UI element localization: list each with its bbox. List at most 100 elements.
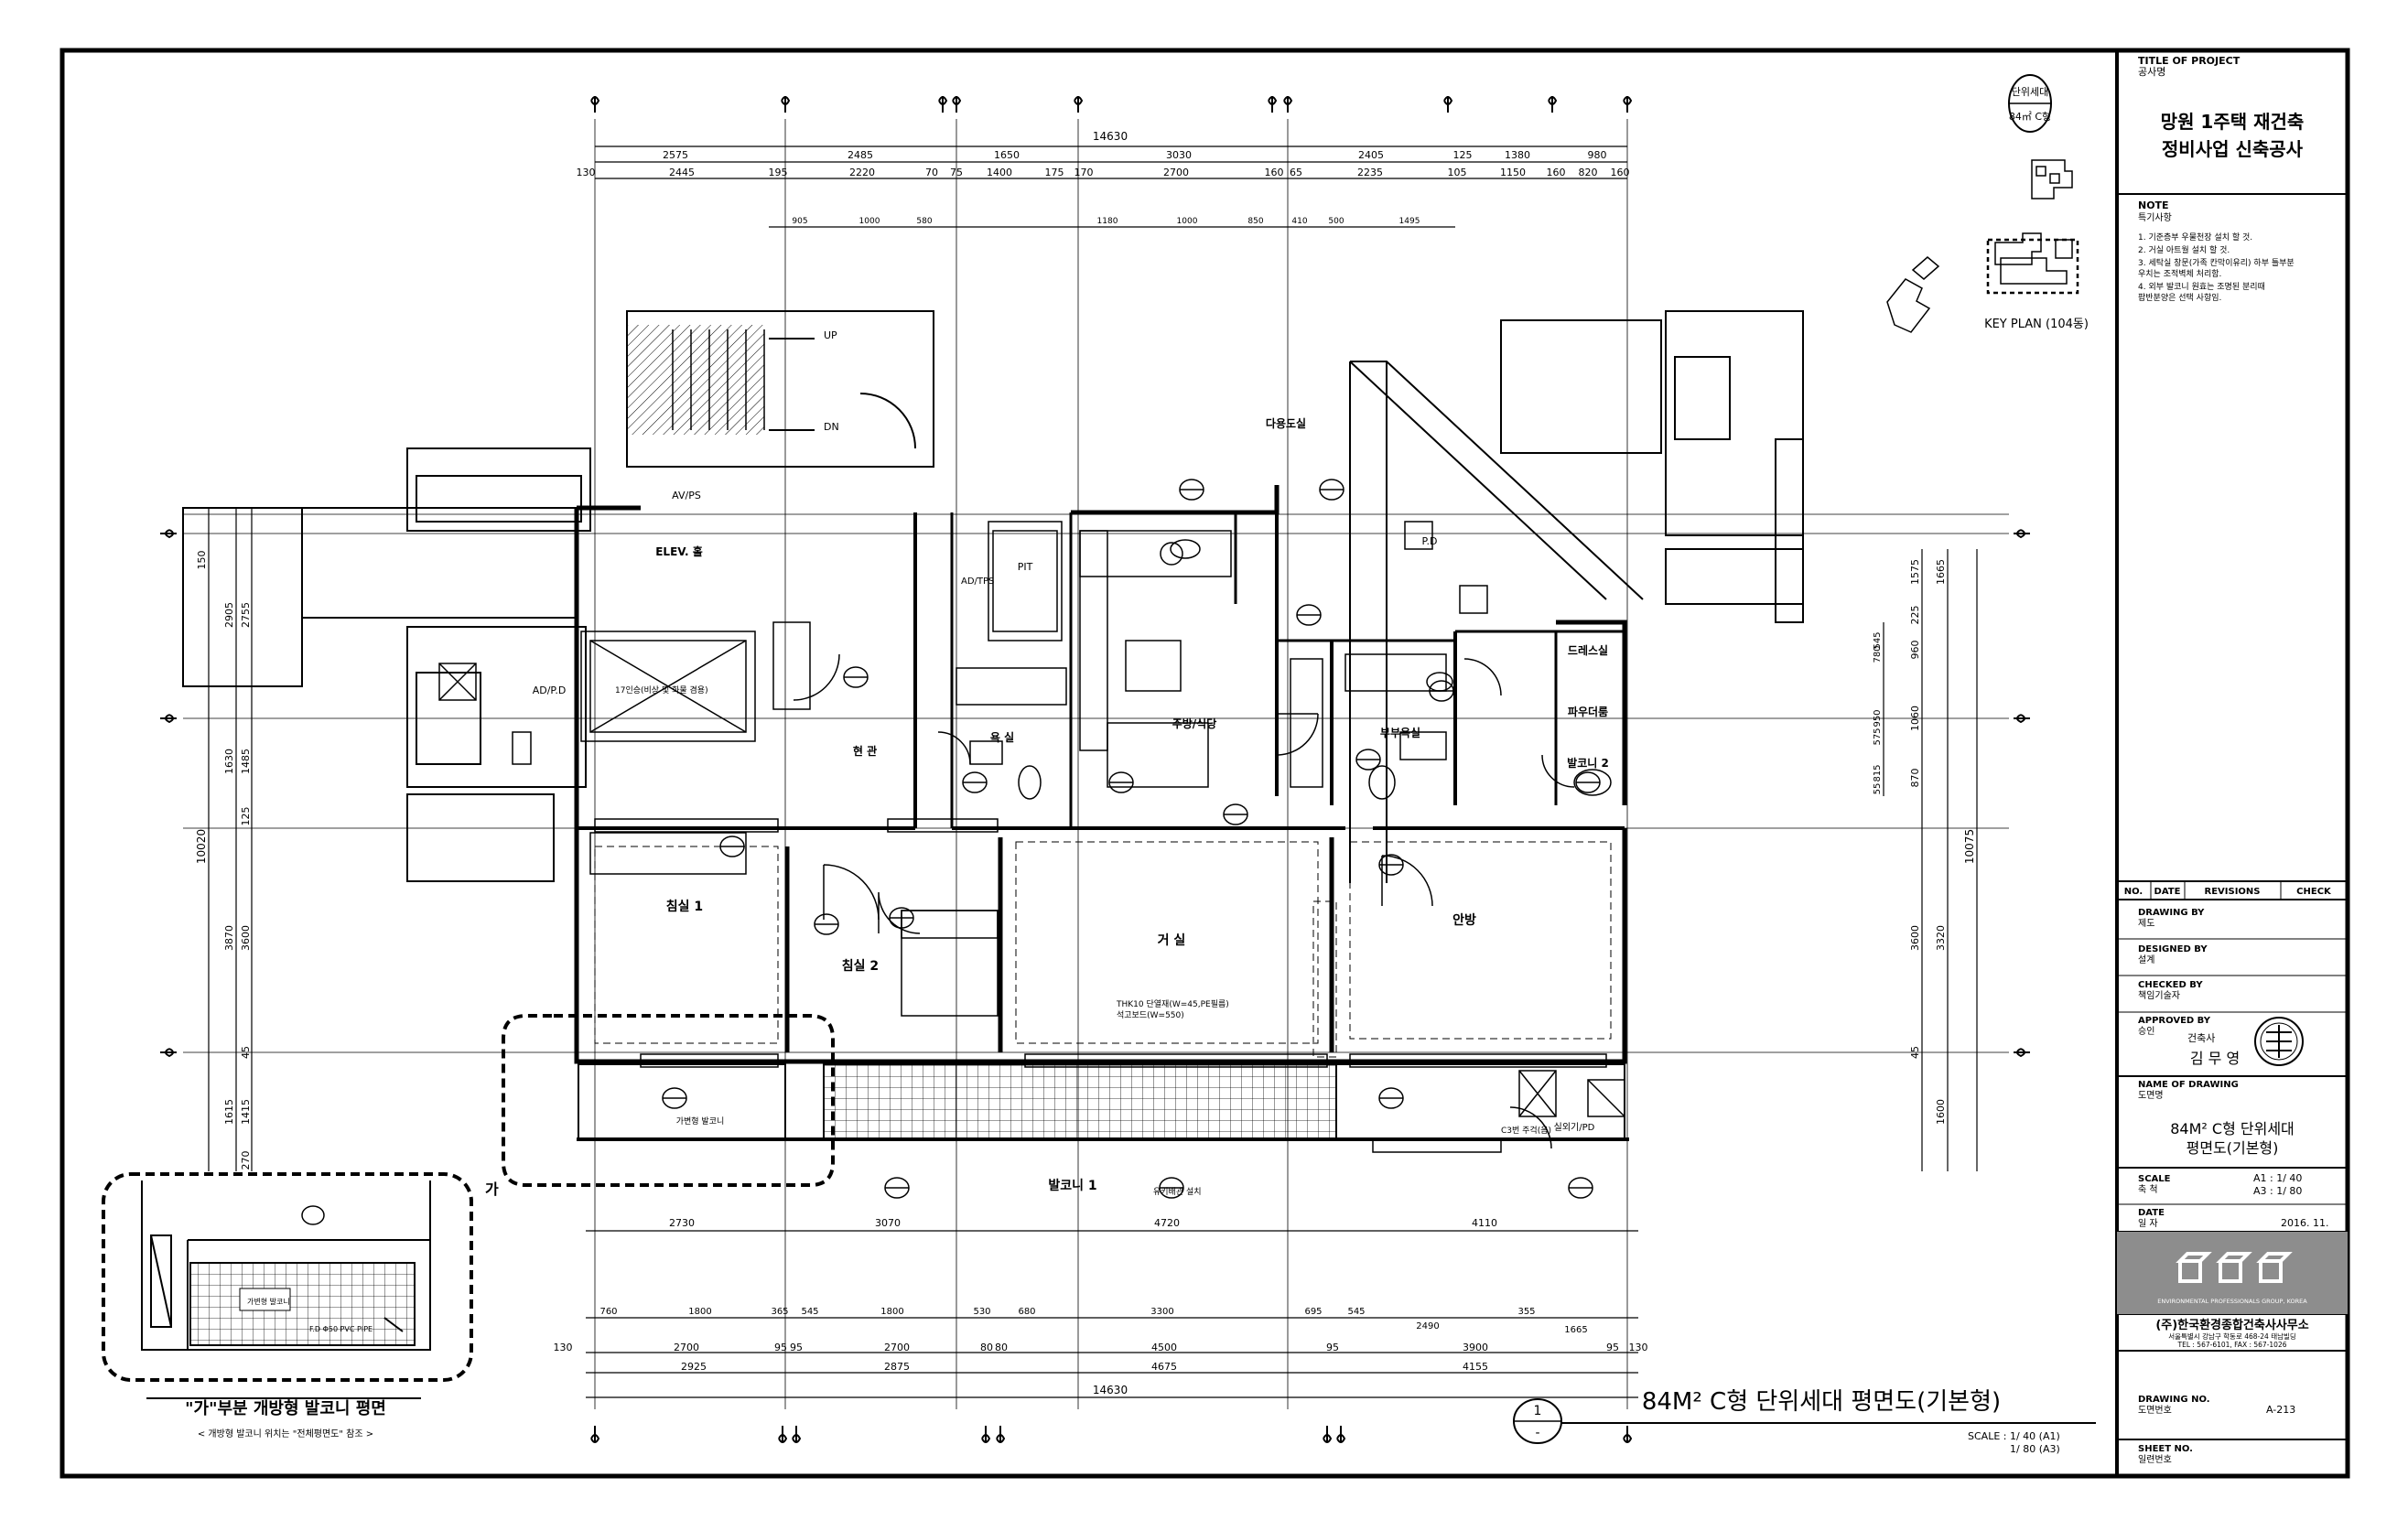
dim-text: 3900 [1463, 1342, 1488, 1353]
scale-a3: A3 : 1/ 80 [2253, 1185, 2302, 1197]
dim-text: 1615 [223, 1099, 235, 1125]
detail-inset: 가변형 발코니 F.D Φ50 PVC PIPE "가"부분 개방형 발코니 평… [102, 1172, 473, 1439]
sheet-border [59, 48, 2350, 1479]
dim-text: 1800 [880, 1307, 903, 1317]
dim-lines-right [1883, 549, 1978, 1171]
dim-text: 1415 [240, 1099, 252, 1125]
approved-by-en: APPROVED BY [2138, 1016, 2211, 1026]
dim-text: 2925 [681, 1361, 707, 1373]
room-elev: ELEV. 홀 [655, 544, 703, 558]
dim-text: 950 [1873, 709, 1883, 727]
dim-text: 160 [1611, 167, 1630, 178]
dim-bottom-row3: 130 2700 95 95 2700 80 80 4500 95 3900 9… [554, 1342, 1648, 1353]
architect-seal [2254, 1017, 2304, 1066]
dim-text: 980 [1588, 149, 1607, 161]
drawing-by-en: DRAWING BY [2138, 908, 2205, 918]
dim-overall-bottom: 14630 [1093, 1384, 1128, 1396]
dim-text: 545 [1873, 631, 1883, 649]
room-master: 안방 [1452, 912, 1476, 928]
unit-tag: 단위세대 84㎡ C형 [2008, 74, 2052, 133]
dim-text: 170 [1074, 167, 1094, 178]
dim-bottom-row1: 2730 3070 4720 4110 [669, 1217, 1497, 1229]
dim-top-row2: 130 2445 195 2220 70 75 1400 175 170 270… [577, 167, 1630, 178]
project-label-en: TITLE OF PROJECT [2138, 55, 2241, 67]
dim-text: 95 [1606, 1342, 1619, 1353]
date-en: DATE [2138, 1208, 2165, 1218]
room-kitchen: 주방/식당 [1172, 717, 1217, 730]
dim-top-row1: 2575 2485 1650 3030 2405 125 1380 980 [663, 149, 1607, 161]
project-name-2: 정비사업 신축공사 [2162, 138, 2304, 160]
dim-text: 1400 [987, 167, 1012, 178]
dim-text: 2875 [884, 1361, 910, 1373]
plan-title: 84M² C형 단위세대 평면도(기본형) [1642, 1388, 2001, 1416]
note-line-3: 3. 세탁실 창문(가족 칸막이유리) 하부 틀부분 [2138, 257, 2295, 268]
sheet-no-ko: 일련번호 [2138, 1454, 2172, 1465]
dim-right-inner: 1575 225 960 1060 870 3600 45 [1909, 559, 1921, 1059]
dim-bottom-row4: 2925 2875 4675 4155 [681, 1361, 1488, 1373]
drawing-name-ko: 도면명 [2138, 1090, 2164, 1101]
grid-markers-bottom [590, 1426, 1633, 1443]
dim-text: 680 [1018, 1307, 1035, 1317]
dim-text: 3600 [240, 925, 252, 951]
unit-walls [574, 485, 1627, 1064]
room-powder: 파우더룸 [1568, 705, 1608, 718]
key-plan-label: KEY PLAN (104동) [1984, 318, 2089, 331]
dim-text: 2405 [1358, 149, 1384, 161]
elev-note: 17인승(비상 및 화물 겸용) [615, 685, 708, 695]
scale-a1: A1 : 1/ 40 [2253, 1172, 2302, 1184]
room-adpd: AD/P.D [533, 685, 567, 696]
dim-text: 3030 [1166, 149, 1192, 161]
dim-text: 55 [1873, 783, 1883, 795]
dim-text: 95 [790, 1342, 803, 1353]
dim-text: 2755 [240, 602, 252, 628]
plan-scale-1: SCALE : 1/ 40 (A1) [1968, 1430, 2060, 1442]
dim-right-outer: 1665 3320 1600 [1935, 559, 1947, 1125]
detail-number-top: 1 [1534, 1404, 1542, 1418]
approved-by-ko: 승인 [2138, 1026, 2154, 1037]
dim-text: 1630 [223, 749, 235, 774]
dim-text: 815 [1873, 764, 1883, 782]
drawing-no-ko: 도면번호 [2138, 1405, 2172, 1416]
room-bedroom2: 침실 2 [842, 959, 879, 974]
sheet-no-en: SHEET NO. [2138, 1444, 2193, 1454]
dryer-note: 유키배관 설치 [1153, 1186, 1202, 1197]
dim-text: 175 [1045, 167, 1064, 178]
windows [594, 818, 1607, 1153]
dim-text: 130 [577, 167, 596, 178]
dim-text: 130 [1629, 1342, 1648, 1353]
fixtures [438, 521, 1625, 1117]
dim-text: 695 [1304, 1307, 1322, 1317]
dim-text: 2485 [848, 149, 873, 161]
note-line-2: 2. 거실 아트월 설치 할 것. [2138, 244, 2230, 255]
note-sub: 특기사항 [2138, 212, 2172, 223]
dim-text: 355 [1517, 1307, 1535, 1317]
architect-title: 건축사 [2187, 1032, 2215, 1044]
detail-ga-boundary [502, 1014, 835, 1187]
dim-bottom-row2: 760 1800 365 545 1800 530 680 3300 695 5… [599, 1307, 1587, 1335]
dim-text: 2490 [1416, 1321, 1439, 1331]
dim-text: 75 [950, 167, 963, 178]
dim-text: 1650 [994, 149, 1020, 161]
dim-text: 270 [240, 1151, 252, 1170]
dim-text: 780 [1873, 645, 1883, 663]
title-block: TITLE OF PROJECT 공사명 망원 1주택 재건축 정비사업 신축공… [1886, 50, 2348, 1476]
detail-inset-subtitle: < 개방형 발코니 위치는 "전체평면도" 참조 > [198, 1428, 373, 1439]
dim-overall-top: 14630 [1093, 130, 1128, 143]
dim-text: 45 [240, 1046, 252, 1059]
company-tel: TEL : 567-6101, FAX : 567-1026 [2177, 1341, 2287, 1349]
dim-text: 960 [1909, 641, 1921, 660]
dim-text: 1575 [1909, 559, 1921, 585]
grid-markers-side [160, 529, 2030, 1058]
project-label-ko: 공사명 [2138, 66, 2165, 78]
dim-right-mid: 545 780 950 575 815 55 [1873, 631, 1883, 794]
finish-note: 석고보드(W=550) [1117, 1010, 1184, 1020]
dim-text: 3300 [1150, 1307, 1173, 1317]
dim-text: 2905 [223, 602, 235, 628]
dim-text: 545 [1347, 1307, 1365, 1317]
note-line-4: 우치는 조적벽체 처리함. [2138, 268, 2221, 279]
dim-text: 1000 [1177, 217, 1198, 226]
room-entrance: 현 관 [853, 744, 877, 758]
rev-col-check: CHECK [2296, 887, 2332, 897]
logo-caption: ENVIRONMENTAL PROFESSIONALS GROUP, KOREA [2157, 1298, 2307, 1305]
logo-mark [2176, 1252, 2293, 1283]
